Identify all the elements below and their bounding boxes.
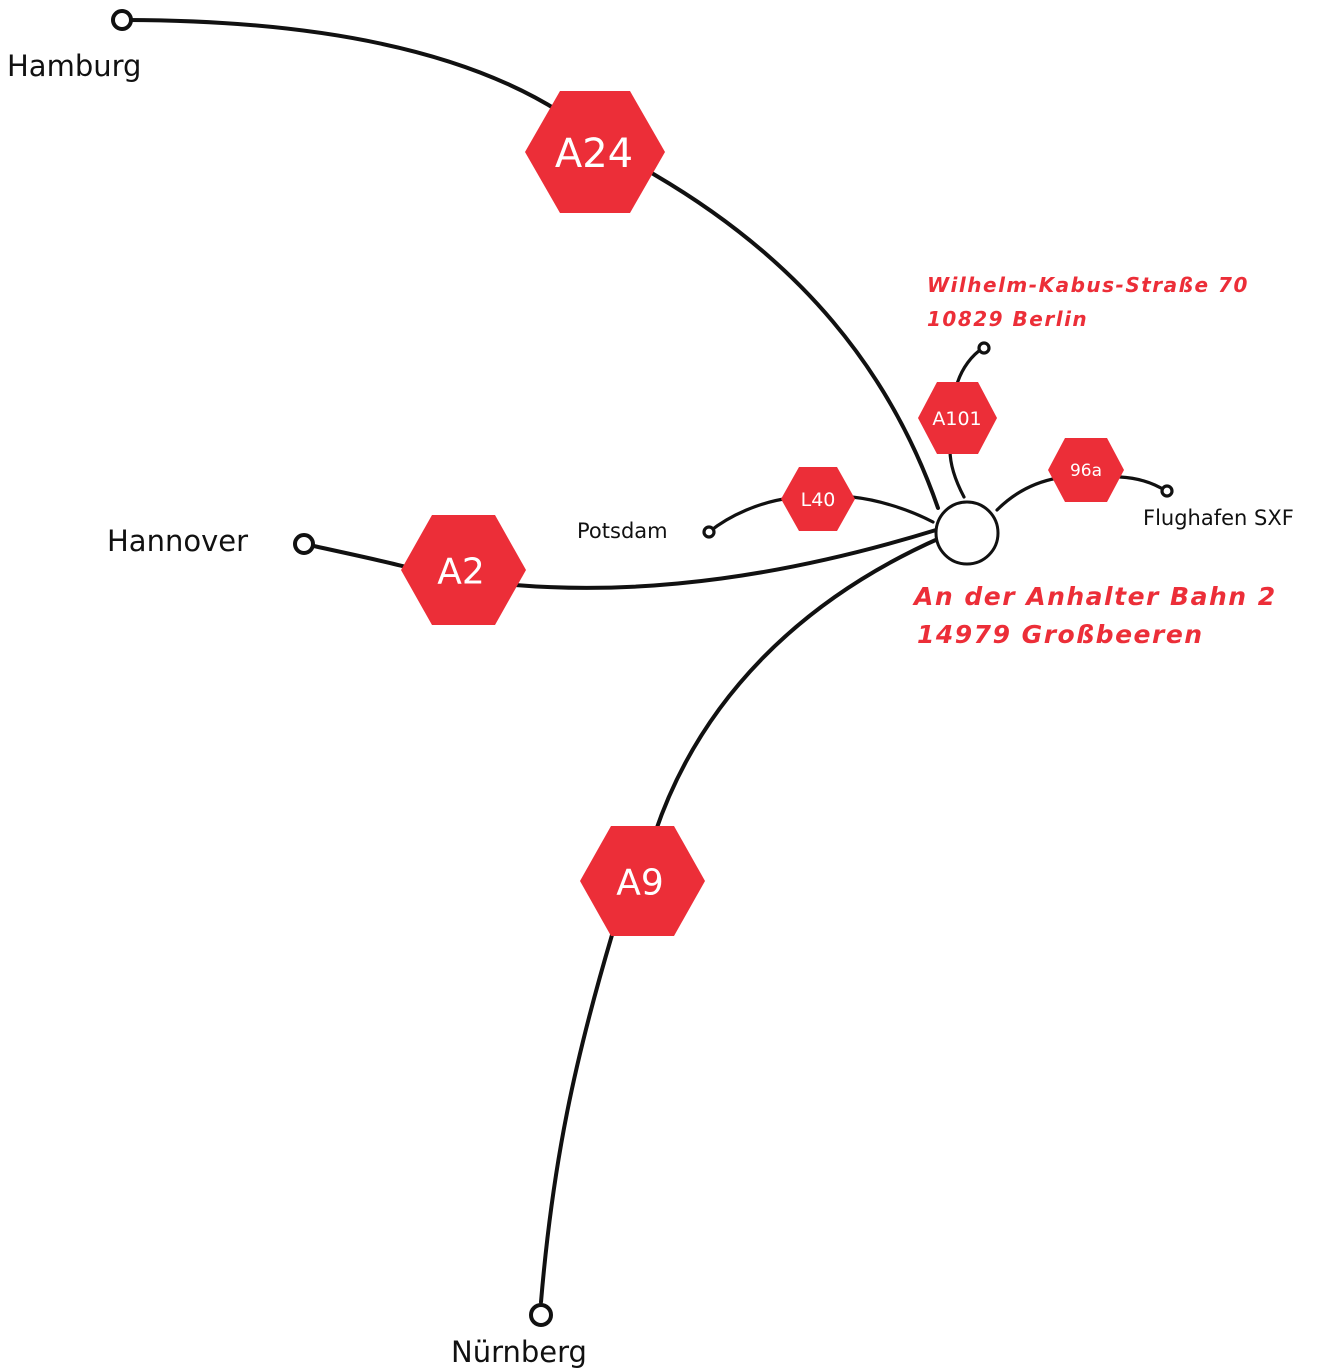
endpoint-nuernberg[interactable]	[529, 1303, 553, 1327]
hub-circle[interactable]	[934, 500, 1000, 566]
label-hamburg: Hamburg	[7, 49, 141, 83]
shield-a9-hexagon	[580, 826, 705, 936]
shield-a101[interactable]: A101	[918, 382, 997, 454]
endpoint-hamburg[interactable]	[111, 9, 133, 31]
shield-a9-label: A9	[616, 863, 664, 904]
shield-a2-hexagon	[401, 515, 526, 625]
shield-a24-label: A24	[555, 131, 633, 177]
address-hub: An der Anhalter Bahn 2 14979 Großbeeren	[912, 582, 1277, 649]
route-l40-potsdam	[707, 495, 935, 534]
address-berlin-line1: Wilhelm-Kabus-Straße 70	[927, 273, 1249, 297]
label-potsdam: Potsdam	[577, 519, 668, 543]
shield-96a[interactable]: 96a	[1048, 438, 1124, 502]
route-a9-nuernberg	[539, 536, 942, 1304]
endpoint-potsdam[interactable]	[702, 525, 716, 539]
route-a24-hamburg	[120, 18, 940, 510]
label-hannover: Hannover	[107, 524, 248, 558]
label-nuernberg: Nürnberg	[451, 1335, 587, 1369]
endpoint-berlin[interactable]	[977, 341, 991, 355]
shield-l40-label: L40	[801, 489, 836, 511]
shield-a101-hexagon	[918, 382, 997, 454]
shield-a9[interactable]: A9	[580, 826, 705, 936]
endpoints	[111, 9, 1174, 1327]
shield-a2-label: A2	[437, 552, 485, 593]
shield-96a-label: 96a	[1070, 461, 1102, 481]
shield-a101-label: A101	[932, 408, 981, 430]
shield-l40[interactable]: L40	[781, 467, 855, 531]
route-a2-hannover	[303, 528, 938, 590]
label-flughafen: Flughafen SXF	[1143, 506, 1294, 530]
shield-96a-hexagon	[1048, 438, 1124, 502]
address-berlin-line2: 10829 Berlin	[927, 307, 1088, 331]
shield-l40-hexagon	[781, 467, 855, 531]
address-berlin: Wilhelm-Kabus-Straße 70 10829 Berlin	[927, 273, 1249, 331]
endpoint-flughafen[interactable]	[1160, 484, 1174, 498]
shield-a24-hexagon	[525, 91, 665, 213]
shield-a24[interactable]: A24	[525, 91, 665, 213]
shield-a2[interactable]: A2	[401, 515, 526, 625]
address-hub-line2: 14979 Großbeeren	[917, 620, 1204, 649]
address-hub-line1: An der Anhalter Bahn 2	[912, 582, 1277, 611]
route-lines	[120, 18, 1168, 1304]
endpoint-hannover[interactable]	[293, 533, 315, 555]
